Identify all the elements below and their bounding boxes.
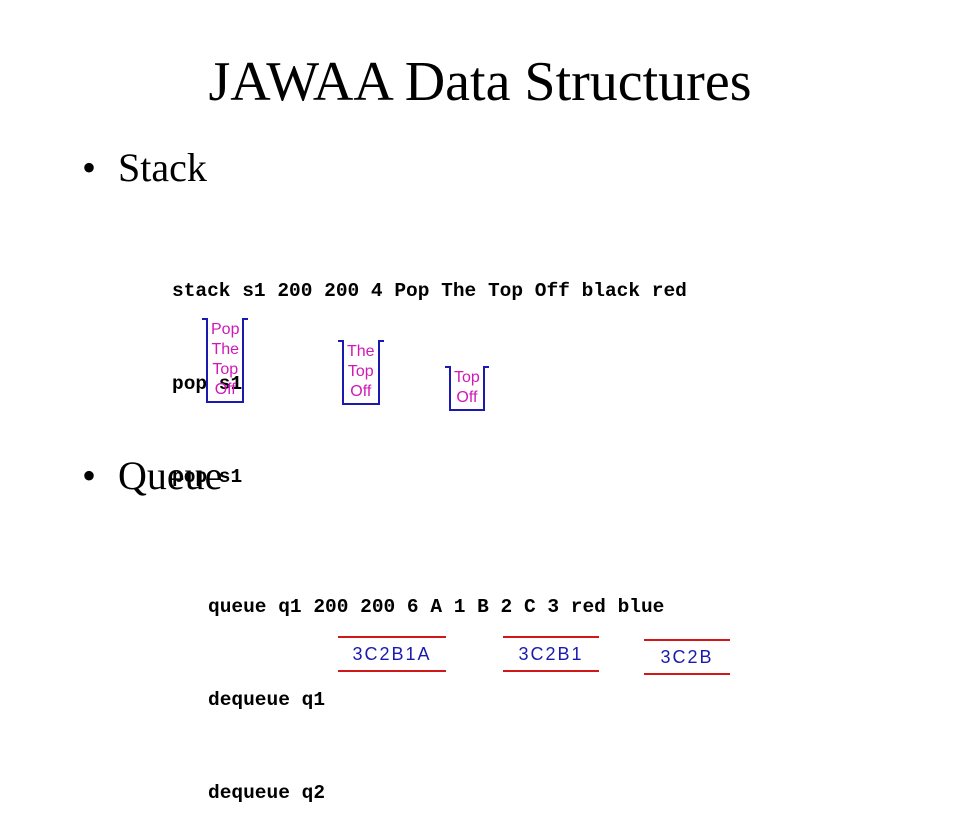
stack-code-line: pop s1	[172, 466, 243, 488]
stack-snapshot-3: Top Off	[445, 366, 489, 411]
queue-heading: Queue	[118, 453, 223, 498]
queue-snapshot-2: 3C2B1	[503, 636, 599, 672]
queue-contents: 3C2B1	[518, 643, 584, 664]
stack-item: Top	[454, 369, 480, 386]
queue-contents: 3C2B	[660, 646, 714, 667]
stack-item: Top	[212, 361, 239, 378]
stack-snapshot-1: Pop The Top Off	[201, 318, 249, 403]
stack-code-line: stack s1 200 200 4 Pop The Top Off black…	[172, 280, 687, 302]
queue-snapshot-1: 3C2B1A	[338, 636, 446, 672]
stack-code-line: pop s1	[172, 373, 243, 395]
stack-item: Pop	[211, 321, 240, 338]
bullet-stack: • Stack	[82, 143, 207, 193]
stack-heading: Stack	[118, 145, 207, 190]
bullet-dot: •	[82, 145, 97, 190]
queue-code-block: queue q1 200 200 6 A 1 B 2 C 3 red blue …	[208, 530, 664, 840]
queue-code-line: dequeue q2	[208, 782, 326, 804]
stack-item: Off	[350, 383, 372, 400]
stack-item: The	[347, 343, 375, 360]
bullet-dot: •	[82, 453, 97, 498]
queue-code-line: dequeue q1	[208, 689, 326, 711]
stack-code-block: stack s1 200 200 4 Pop The Top Off black…	[172, 214, 687, 524]
bullet-queue: • Queue	[82, 451, 222, 501]
stack-item: Off	[214, 381, 236, 398]
stack-snapshot-2: The Top Off	[338, 340, 384, 405]
queue-snapshot-3: 3C2B	[644, 639, 730, 675]
stack-item: The	[211, 341, 240, 358]
stack-item: Off	[456, 389, 478, 406]
stack-item: Top	[347, 363, 374, 380]
queue-contents: 3C2B1A	[352, 643, 432, 664]
slide-title: JAWAA Data Structures	[208, 51, 752, 113]
queue-code-line: queue q1 200 200 6 A 1 B 2 C 3 red blue	[208, 596, 665, 618]
